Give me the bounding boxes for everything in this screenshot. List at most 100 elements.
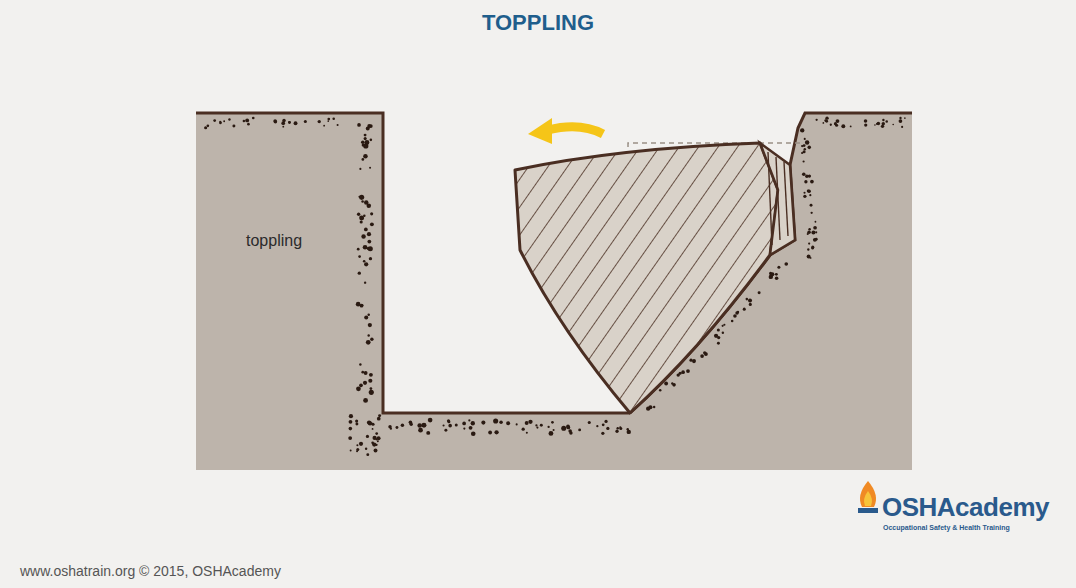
soil-dot [323, 125, 325, 127]
soil-dot [876, 123, 878, 125]
soil-dot [372, 436, 376, 440]
soil-dot [364, 262, 368, 266]
soil-dot [417, 423, 422, 428]
soil-dot [327, 120, 329, 122]
soil-dot [443, 424, 445, 426]
soil-dot [363, 245, 368, 250]
soil-dot [401, 423, 404, 426]
soil-dot [356, 302, 361, 307]
soil-dot [367, 124, 371, 128]
soil-dot [370, 387, 373, 390]
soil-dot [367, 420, 371, 424]
soil-dot [247, 123, 250, 126]
soil-dot [749, 303, 752, 306]
soil-dot [604, 420, 607, 423]
logo-flame [858, 481, 878, 513]
soil-dot [364, 315, 368, 319]
soil-dot [370, 222, 374, 226]
soil-dot [540, 424, 543, 427]
soil-dot [700, 354, 704, 358]
soil-dot [377, 417, 381, 421]
soil-dot [282, 126, 284, 128]
soil-dot [447, 419, 450, 422]
soil-dot [367, 204, 372, 209]
soil-dot [822, 122, 824, 124]
soil-dot [370, 139, 373, 142]
soil-stipple [204, 116, 906, 456]
soil-dot [722, 332, 724, 334]
soil-dot [337, 124, 339, 126]
soil-dot [357, 248, 360, 251]
soil-dot [877, 122, 881, 126]
trench-void [383, 113, 805, 413]
soil-dot [361, 371, 364, 374]
soil-dot [731, 320, 734, 323]
soil-dot [803, 195, 806, 198]
soil-dot [471, 421, 475, 425]
soil-dot [363, 260, 366, 263]
soil-dot [516, 423, 518, 425]
soil-dot [366, 453, 369, 456]
soil-dot [368, 246, 373, 251]
soil-dot [499, 420, 503, 424]
soil-dot [318, 120, 321, 123]
soil-dot [228, 118, 230, 120]
soil-dot [671, 382, 673, 384]
soil-dot [578, 428, 581, 431]
soil-dot [627, 430, 631, 434]
soil-dot [370, 338, 373, 341]
soil-label: toppling [246, 232, 302, 250]
soil-dot [358, 196, 360, 198]
soil-dot [811, 230, 815, 234]
soil-dot [462, 422, 466, 426]
soil-dot [807, 233, 809, 235]
soil-dot [360, 220, 363, 223]
soil-dot [471, 431, 476, 436]
soil-dot [784, 262, 788, 266]
soil-dot [802, 172, 806, 176]
soil-dot [223, 120, 225, 122]
soil-dot [367, 314, 370, 317]
soil-dot [357, 213, 360, 216]
soil-dot [355, 420, 358, 423]
soil-dot [367, 240, 371, 244]
soil-dot [864, 119, 868, 123]
soil-dot [804, 138, 806, 140]
soil-dot [717, 342, 720, 345]
logo-wordmark: OSHAcademy [882, 492, 1049, 523]
soil-dot [807, 146, 811, 150]
soil-dot [758, 291, 761, 294]
soil-dot [813, 226, 817, 230]
soil-dot [366, 435, 369, 438]
soil-dot [288, 121, 290, 123]
soil-dot [371, 423, 374, 426]
soil-dot [807, 254, 811, 258]
soil-dot [864, 123, 867, 126]
soil-dot [885, 120, 888, 123]
soil-dot [681, 370, 685, 374]
soil-dot [616, 427, 618, 429]
soil-dot [350, 449, 352, 451]
soil-dot [375, 432, 378, 435]
soil-dot [463, 428, 465, 430]
soil-dot [743, 308, 746, 311]
soil-dot [804, 148, 806, 150]
soil-dot [428, 418, 433, 423]
soil-dot [808, 228, 811, 231]
soil-dot [841, 124, 845, 128]
soil-dot [748, 299, 752, 303]
soil-dot [349, 420, 353, 424]
soil-dot [374, 449, 378, 453]
soil-dot [506, 421, 510, 425]
soil-dot [692, 359, 696, 363]
soil-dot [364, 228, 368, 232]
soil-dot [274, 120, 277, 123]
soil-dot [561, 426, 566, 431]
soil-dot [815, 221, 817, 223]
soil-dot [892, 124, 894, 126]
soil-dot [526, 432, 528, 434]
soil-dot [850, 125, 852, 127]
soil-dot [488, 431, 492, 435]
soil-dot [904, 117, 906, 119]
soil-dot [815, 231, 817, 233]
